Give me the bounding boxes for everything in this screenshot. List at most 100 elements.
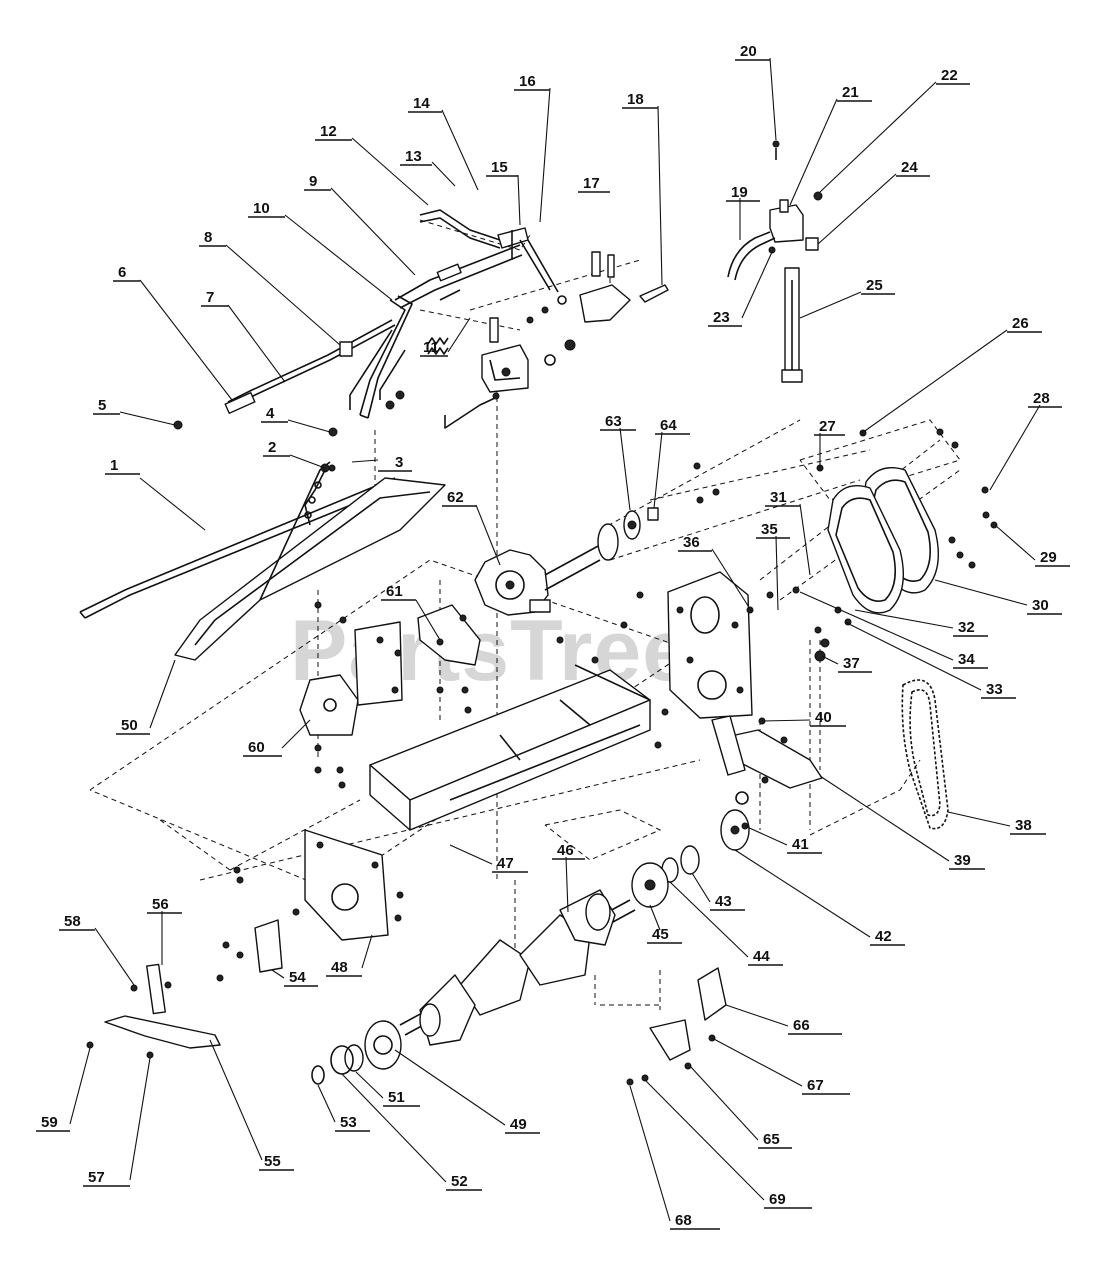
callout-20: 20 (735, 43, 777, 141)
callout-29: 29 (994, 524, 1070, 567)
callout-number: 68 (675, 1212, 692, 1229)
leader-line (394, 1049, 506, 1126)
leader-line (989, 404, 1041, 491)
callout-number: 29 (1040, 549, 1057, 566)
callout-number: 67 (807, 1077, 824, 1094)
callout-31: 31 (765, 489, 811, 576)
callout-39: 39 (819, 775, 985, 870)
part-handle-assembly (224, 244, 523, 419)
callout-number: 6 (118, 264, 126, 281)
callout-number: 51 (388, 1089, 405, 1106)
leader-line (691, 872, 711, 903)
leader-line (629, 1085, 671, 1222)
callout-43: 43 (691, 872, 745, 911)
callout-67: 67 (711, 1037, 850, 1095)
callout-number: 52 (451, 1173, 468, 1190)
part-skid (86, 963, 221, 1059)
part-tine-shaft (399, 889, 636, 1046)
callout-25: 25 (799, 277, 895, 319)
leader-line (317, 1084, 336, 1123)
callout-34: 34 (799, 591, 988, 669)
leader-line (565, 856, 569, 913)
callout-number: 2 (268, 439, 276, 456)
callout-51: 51 (355, 1071, 420, 1107)
part-shaft-sprocket (597, 507, 659, 561)
callout-8: 8 (199, 229, 341, 346)
leader-line (789, 98, 838, 206)
callout-14: 14 (408, 95, 479, 191)
callout-number: 1 (110, 457, 118, 474)
callout-5: 5 (93, 397, 176, 426)
callout-number: 27 (819, 418, 836, 435)
leader-line (657, 105, 663, 286)
callout-69: 69 (644, 1079, 812, 1209)
callout-10: 10 (248, 200, 393, 301)
callout-number: 30 (1032, 597, 1049, 614)
callout-41: 41 (744, 825, 822, 854)
leader-line (689, 1065, 759, 1141)
leader-line (934, 579, 1028, 606)
callout-11: 11 (420, 317, 471, 357)
leader-line (821, 655, 839, 665)
leader-line (711, 1037, 803, 1087)
leader-line (649, 904, 661, 931)
leader-line (819, 775, 950, 862)
part-rear-bracket (626, 967, 727, 1086)
callout-1: 1 (105, 457, 206, 531)
leader-line (475, 504, 501, 566)
callout-number: 61 (386, 583, 403, 600)
callout-27: 27 (814, 418, 845, 470)
callout-labels: 1234567891011121314151617181920212223242… (36, 43, 1070, 1230)
part-gearbox (474, 544, 601, 616)
callout-number: 62 (447, 489, 464, 506)
callout-number: 57 (88, 1169, 105, 1186)
leader-line (744, 825, 788, 846)
callout-number: 49 (510, 1116, 527, 1133)
callout-26: 26 (861, 315, 1042, 434)
callout-15: 15 (486, 159, 521, 226)
callout-52: 52 (341, 1073, 482, 1191)
leader-line (330, 187, 416, 276)
callout-number: 66 (793, 1017, 810, 1034)
leader-line (711, 548, 753, 613)
callout-48: 48 (326, 934, 373, 977)
callout-number: 31 (770, 489, 787, 506)
callout-60: 60 (243, 719, 311, 757)
part-mount-brackets (444, 251, 669, 429)
part-left-hub-stack (311, 1020, 402, 1085)
callout-4: 4 (261, 405, 331, 433)
leader-line (351, 459, 379, 463)
callout-22: 22 (819, 67, 970, 193)
callout-58: 58 (59, 913, 135, 986)
callout-number: 38 (1015, 817, 1032, 834)
callout-number: 34 (958, 651, 975, 668)
callout-49: 49 (394, 1049, 540, 1134)
leader-line (441, 109, 479, 191)
callout-13: 13 (400, 148, 456, 187)
callout-number: 24 (901, 159, 918, 176)
callout-47: 47 (449, 844, 528, 873)
callout-number: 37 (843, 655, 860, 672)
leader-line (209, 1039, 263, 1161)
callout-number: 15 (491, 159, 508, 176)
leader-line (227, 304, 286, 383)
callout-number: 12 (320, 123, 337, 140)
callout-number: 20 (740, 43, 757, 60)
callout-37: 37 (821, 655, 872, 673)
callout-number: 13 (405, 148, 422, 165)
leader-line (799, 503, 811, 576)
callout-63: 63 (600, 413, 636, 511)
leader-line (289, 454, 326, 469)
parts (79, 140, 998, 1086)
leader-line (341, 1073, 447, 1183)
leader-line (287, 419, 331, 433)
leader-line (994, 524, 1036, 561)
callout-number: 63 (605, 413, 622, 430)
callout-32: 32 (854, 609, 988, 637)
part-link-chain (304, 469, 326, 526)
leader-line (769, 57, 777, 141)
part-main-frame (369, 664, 651, 831)
callout-number: 23 (713, 309, 730, 326)
leader-line (799, 591, 954, 661)
